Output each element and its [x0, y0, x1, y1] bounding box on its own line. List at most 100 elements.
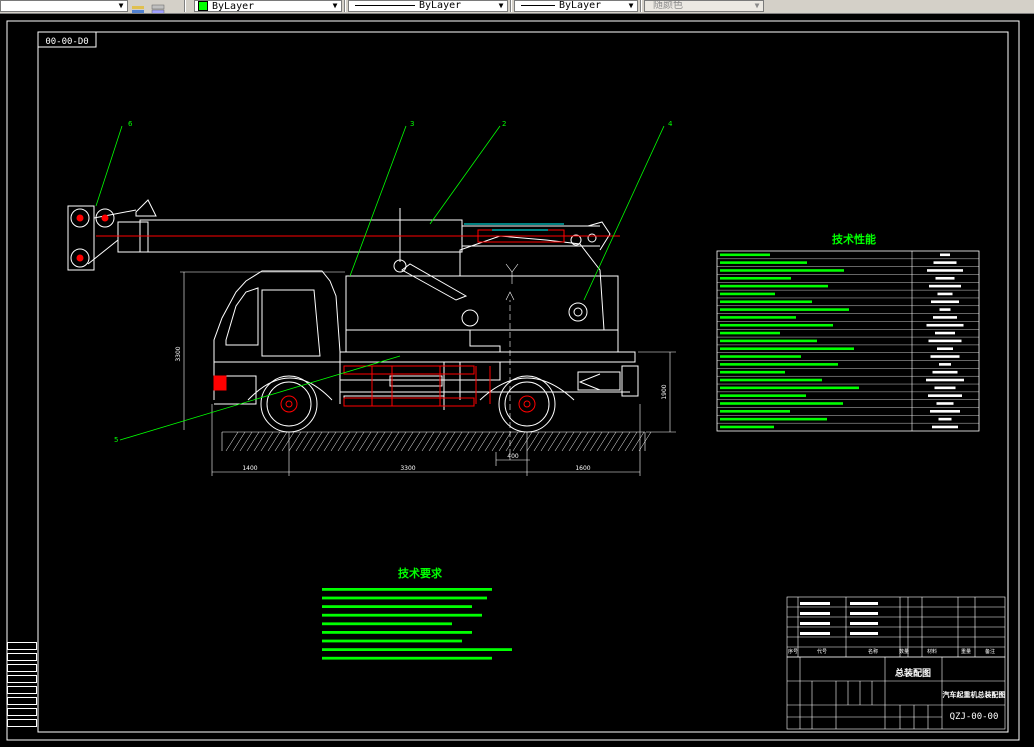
hatch-line	[428, 431, 442, 452]
perf-row-value-mark	[935, 331, 955, 335]
hatch-line	[610, 431, 624, 452]
perf-row-label-mark	[720, 323, 833, 327]
hatch-line	[449, 431, 463, 452]
lineweight-dropdown[interactable]: ByLayer ▼	[514, 0, 638, 12]
front-wheel	[260, 375, 318, 433]
leader-label-2: 2	[502, 120, 506, 128]
dim-bottom-right: 1600	[575, 465, 590, 472]
drawing-number-box	[37, 31, 97, 48]
hatch-line	[624, 431, 638, 452]
hatch-line	[456, 431, 470, 452]
perf-row-label-mark	[720, 261, 807, 264]
title-block-header-name: 名称	[868, 648, 878, 655]
chevron-down-icon: ▼	[332, 1, 338, 10]
color-dropdown[interactable]: ByLayer ▼	[194, 0, 342, 12]
drawing-canvas[interactable]: 00-00-D0	[0, 14, 1034, 747]
hatch-line	[617, 431, 631, 452]
perf-row-value-mark	[940, 253, 950, 257]
perf-row-value-mark	[929, 284, 961, 288]
truck-outline	[213, 270, 639, 410]
hatch-line	[463, 431, 477, 452]
perf-row-value-mark	[928, 339, 962, 343]
dim-bottom-left: 1400	[242, 465, 257, 472]
chevron-down-icon: ▼	[498, 1, 504, 10]
leader-label-6: 6	[128, 120, 133, 128]
part-code-mark	[800, 632, 830, 635]
plotstyle-label: 随颜色	[653, 0, 683, 11]
perf-row-label-mark	[720, 284, 828, 288]
layer-previous-icon[interactable]	[151, 0, 165, 13]
hatch-line	[631, 431, 645, 452]
drawing-inner-border	[37, 31, 1009, 733]
hatch-line	[533, 431, 547, 452]
hatch-line	[470, 431, 484, 452]
part-name-mark	[850, 632, 878, 635]
chevron-down-icon: ▼	[628, 1, 634, 10]
hatch-line	[309, 431, 323, 452]
layer-tools-icon[interactable]	[131, 0, 145, 13]
dim-rear-offset: 400	[507, 453, 519, 460]
perf-row-label-mark	[720, 394, 806, 397]
parts-list-marks	[800, 602, 878, 635]
frame-red-members	[343, 365, 491, 407]
title-block-header-remark: 备注	[985, 648, 995, 655]
requirement-line-mark	[322, 596, 487, 600]
status-slot	[7, 675, 37, 683]
perf-row-label-mark	[720, 347, 854, 351]
leader-label-3: 3	[410, 120, 414, 128]
part-name-mark	[850, 612, 878, 615]
hatch-line	[323, 431, 337, 452]
boom-red-features	[76, 214, 620, 262]
part-name-mark	[850, 602, 878, 605]
requirement-line-mark	[322, 648, 512, 651]
hatch-line	[316, 431, 330, 452]
perf-row-value-mark	[930, 355, 960, 358]
hatch-line	[365, 431, 379, 452]
hatch-line	[505, 431, 519, 452]
rear-wheel	[498, 375, 556, 433]
color-swatch-icon	[198, 1, 208, 11]
hatch-line	[484, 431, 498, 452]
hatch-line	[442, 431, 456, 452]
hatch-line	[295, 431, 309, 452]
perf-row-value-mark	[934, 386, 956, 390]
hatch-line	[477, 431, 491, 452]
linetype-dropdown[interactable]: ByLayer ▼	[348, 0, 508, 12]
hatch-line	[267, 431, 281, 452]
properties-toolbar: ▼ ByLayer ▼ ByLayer ▼ ByLayer ▼ 随颜色 ▼	[0, 0, 1034, 14]
dim-left-height: 3300	[175, 346, 182, 361]
perf-row-value-mark	[932, 370, 958, 374]
dim-right-height: 1900	[661, 384, 668, 399]
part-code-mark	[800, 622, 830, 625]
hatch-line	[491, 431, 505, 452]
product-name: 汽车起重机总装配图	[943, 690, 1006, 699]
perf-row-value-mark	[938, 417, 952, 421]
tech-requirements-text	[322, 588, 512, 660]
part-code-mark	[800, 602, 830, 605]
centerlines	[505, 263, 519, 460]
part-code-mark	[800, 612, 830, 615]
perf-row-value-mark	[931, 300, 959, 304]
perf-row-label-mark	[720, 276, 791, 280]
layer-dropdown[interactable]: ▼	[0, 0, 128, 12]
perf-row-value-mark	[937, 347, 953, 351]
hatch-line	[540, 431, 554, 452]
plotstyle-dropdown[interactable]: 随颜色 ▼	[644, 0, 764, 12]
hatch-line	[547, 431, 561, 452]
assembly-title: 总装配图	[895, 667, 931, 679]
crane-boom	[67, 199, 611, 271]
hatch-line	[344, 431, 358, 452]
requirement-line-mark	[322, 605, 472, 608]
perf-row-value-mark	[926, 323, 964, 327]
hatch-line	[414, 431, 428, 452]
perf-row-value-mark	[933, 261, 957, 264]
requirement-line-mark	[322, 656, 492, 660]
perf-row-value-mark	[936, 402, 954, 405]
status-slot	[7, 686, 37, 694]
title-block-header-code: 代号	[817, 648, 827, 655]
status-slot	[7, 653, 37, 661]
title-block-header-material: 材料	[927, 648, 937, 655]
perf-row-value-mark	[928, 394, 962, 397]
perf-row-value-mark	[937, 292, 953, 296]
status-slot	[7, 697, 37, 705]
